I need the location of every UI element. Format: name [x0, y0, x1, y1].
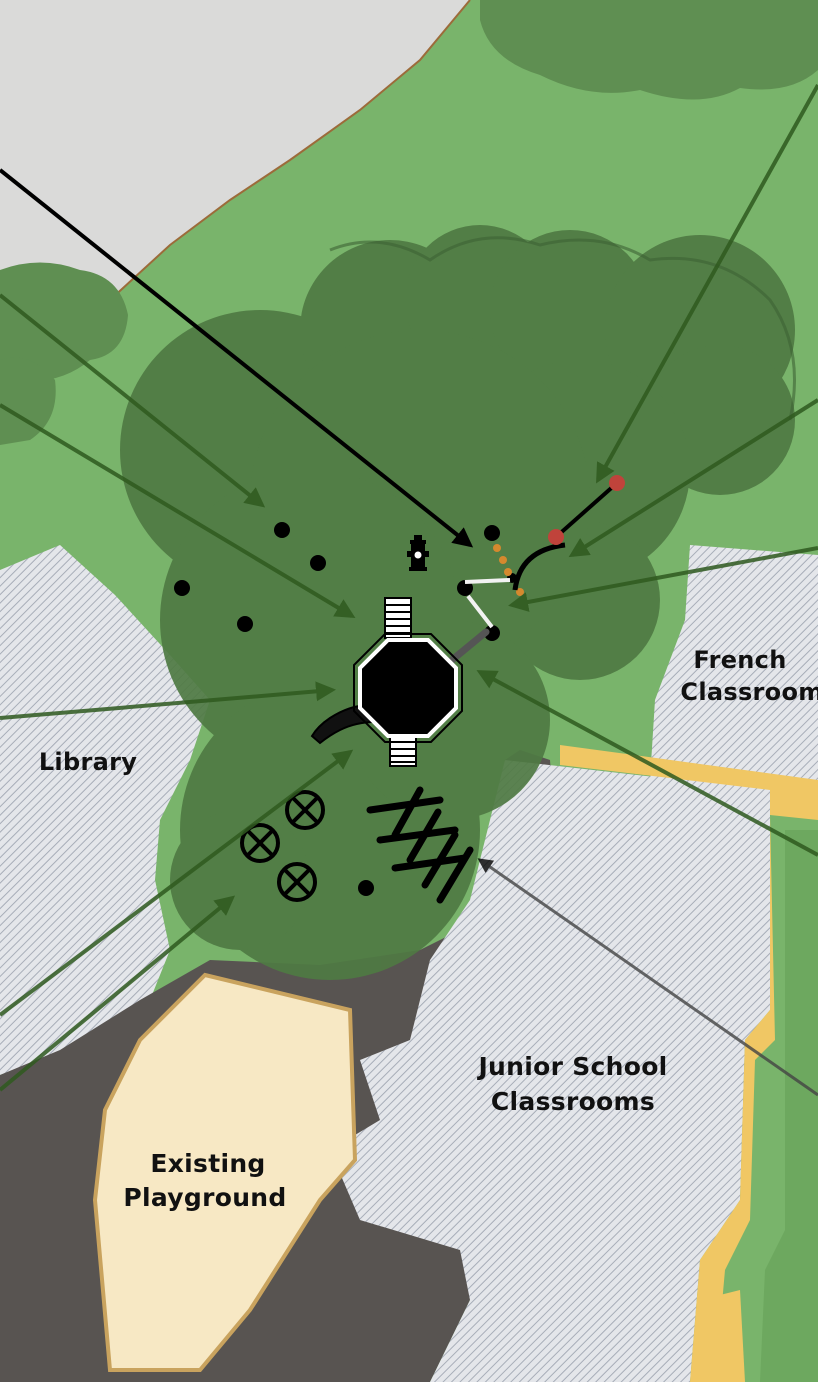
- existing-playground: [92, 972, 358, 1372]
- library-label: Library: [39, 748, 137, 776]
- octagon-play-tower-icon: [358, 638, 458, 738]
- red-marker: [609, 475, 625, 491]
- annotation-arrow-grey: [477, 858, 818, 1097]
- french-classroom-label-line2: Classroom: [680, 678, 818, 706]
- post-markers: [174, 522, 517, 896]
- canopy-outline: [329, 236, 796, 421]
- annotation-arrows: [0, 84, 818, 1092]
- french-classroom-building: [650, 545, 818, 800]
- junior-school-building: [330, 760, 770, 1382]
- yellow-path: [560, 745, 818, 1382]
- yellow-path-lower: [700, 1290, 745, 1382]
- tree-canopy-left-lower: [0, 357, 56, 445]
- annotation-arrow-black: [0, 168, 474, 548]
- library-building: [0, 545, 210, 1075]
- french-classroom-label-line1: French: [693, 646, 786, 674]
- red-marker: [548, 529, 564, 545]
- junior-school-label-line2: Classrooms: [491, 1087, 655, 1116]
- existing-playground-label-line1: Existing: [150, 1149, 265, 1178]
- white-fence: [466, 594, 494, 629]
- slide-icon: [310, 703, 377, 745]
- circle-cross-icon: [285, 790, 325, 830]
- junior-school-label-line1: Junior School: [476, 1052, 667, 1081]
- existing-playground-label-line2: Playground: [123, 1183, 286, 1212]
- log-pile-icon: [366, 786, 474, 904]
- circle-cross-icon: [240, 823, 280, 863]
- green-strip-right: [760, 830, 818, 1382]
- curved-gate: [512, 542, 566, 591]
- gate-line: [554, 481, 619, 539]
- tree-canopy-top: [480, 0, 818, 100]
- octagon-play-tower-outline: [353, 633, 463, 743]
- white-fence: [464, 578, 511, 584]
- ladder-icon: [384, 597, 412, 639]
- tree-canopy-left: [0, 262, 128, 381]
- chute-icon: [448, 628, 490, 664]
- fire-hydrant-icon: [407, 535, 429, 571]
- circle-cross-icon: [277, 862, 317, 902]
